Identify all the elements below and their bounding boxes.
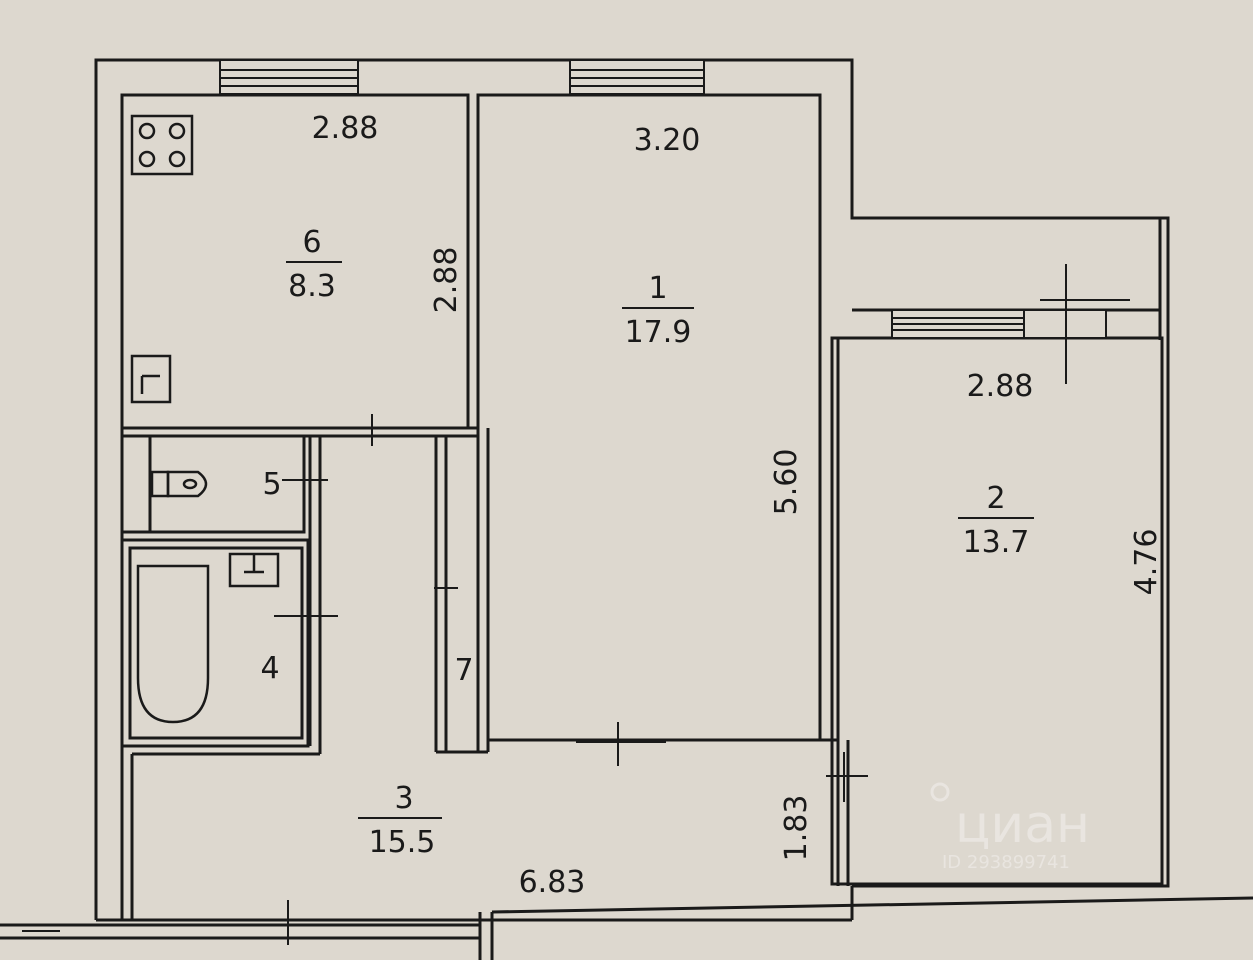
room-2-area: 13.7 <box>963 525 1030 560</box>
dimension-labels: 2.88 2.88 3.20 5.60 2.88 4.76 6.83 1.83 <box>312 111 1164 900</box>
room-3-area: 15.5 <box>369 825 436 860</box>
doors <box>22 264 1130 945</box>
bathtub-icon <box>136 564 210 724</box>
toilet-icon <box>150 470 208 498</box>
room-4-number: 4 <box>260 651 279 686</box>
watermark-logo-icon <box>930 782 950 802</box>
dim-room2-width: 2.88 <box>967 369 1034 404</box>
dim-kitchen-width: 2.88 <box>312 111 379 146</box>
windows <box>219 59 1107 339</box>
room-1-number: 1 <box>648 271 667 306</box>
walls <box>0 58 1253 960</box>
dim-hall-width: 1.83 <box>779 795 814 862</box>
room-5-number: 5 <box>262 467 281 502</box>
dim-kitchen-depth: 2.88 <box>429 247 464 314</box>
room-labels: 6 8.3 1 17.9 2 13.7 3 15.5 4 5 7 <box>260 225 1034 860</box>
watermark-brand: циан <box>955 795 1090 855</box>
room-1-area: 17.9 <box>625 315 692 350</box>
washbasin-icon <box>228 552 280 588</box>
room-6-area: 8.3 <box>288 269 336 304</box>
room-6-number: 6 <box>302 225 321 260</box>
dim-hall-length: 6.83 <box>519 865 586 900</box>
dim-room1-length: 5.60 <box>769 449 804 516</box>
room-3-number: 3 <box>394 781 413 816</box>
watermark: циан ID 293899741 <box>930 782 1090 873</box>
stove-icon <box>130 114 194 176</box>
room-2-number: 2 <box>986 481 1005 516</box>
dim-room2-length: 4.76 <box>1129 529 1164 596</box>
dim-room1-width: 3.20 <box>634 123 701 158</box>
sink-icon <box>130 354 172 404</box>
watermark-id: ID 293899741 <box>942 852 1070 873</box>
room-7-number: 7 <box>454 653 473 688</box>
